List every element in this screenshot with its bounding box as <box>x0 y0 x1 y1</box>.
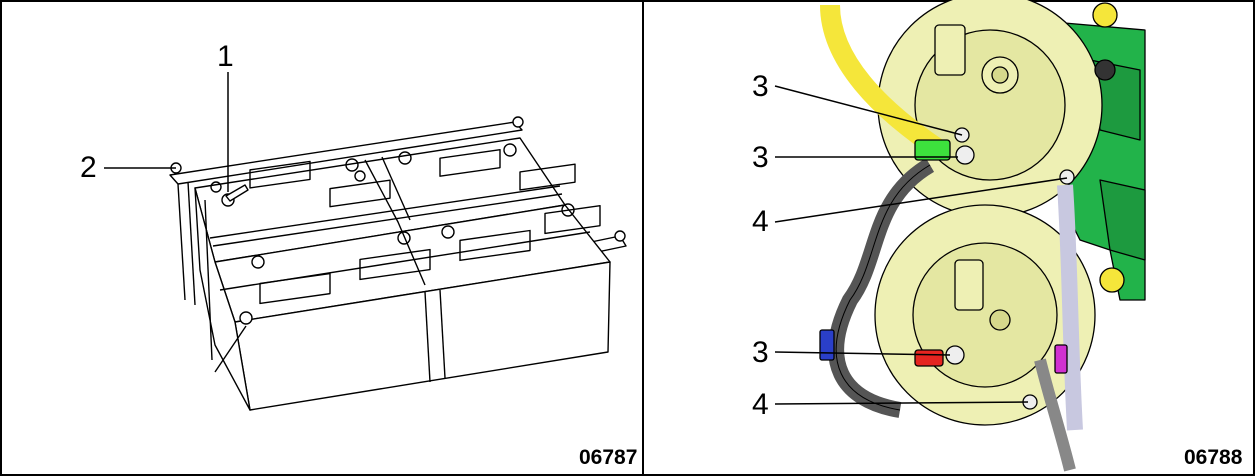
callout-4-upper: 4 <box>752 205 769 238</box>
leader-line-4b <box>774 401 1029 405</box>
leader-line-3a <box>774 85 963 136</box>
yellow-cable <box>820 4 946 159</box>
battery-drawing <box>104 72 627 411</box>
panel-divider <box>642 0 644 476</box>
leader-line-4a <box>774 177 1068 223</box>
leader-line-3c <box>774 351 951 356</box>
callout-1: 1 <box>217 40 234 73</box>
magenta-terminal <box>1054 344 1068 374</box>
red-terminal <box>914 349 944 367</box>
green-terminal <box>914 139 951 161</box>
callout-2: 2 <box>80 151 97 184</box>
battery-side-face <box>194 187 251 411</box>
callout-4-lower: 4 <box>752 388 769 421</box>
figure-number-left: 06787 <box>579 446 638 469</box>
callout-3-middle: 3 <box>752 141 769 174</box>
light-cable <box>1057 184 1083 431</box>
callout-3-bottom: 3 <box>752 336 769 369</box>
figure-number-right: 06788 <box>1184 446 1243 469</box>
callout-3-top: 3 <box>752 70 769 103</box>
blue-terminal <box>819 329 835 361</box>
